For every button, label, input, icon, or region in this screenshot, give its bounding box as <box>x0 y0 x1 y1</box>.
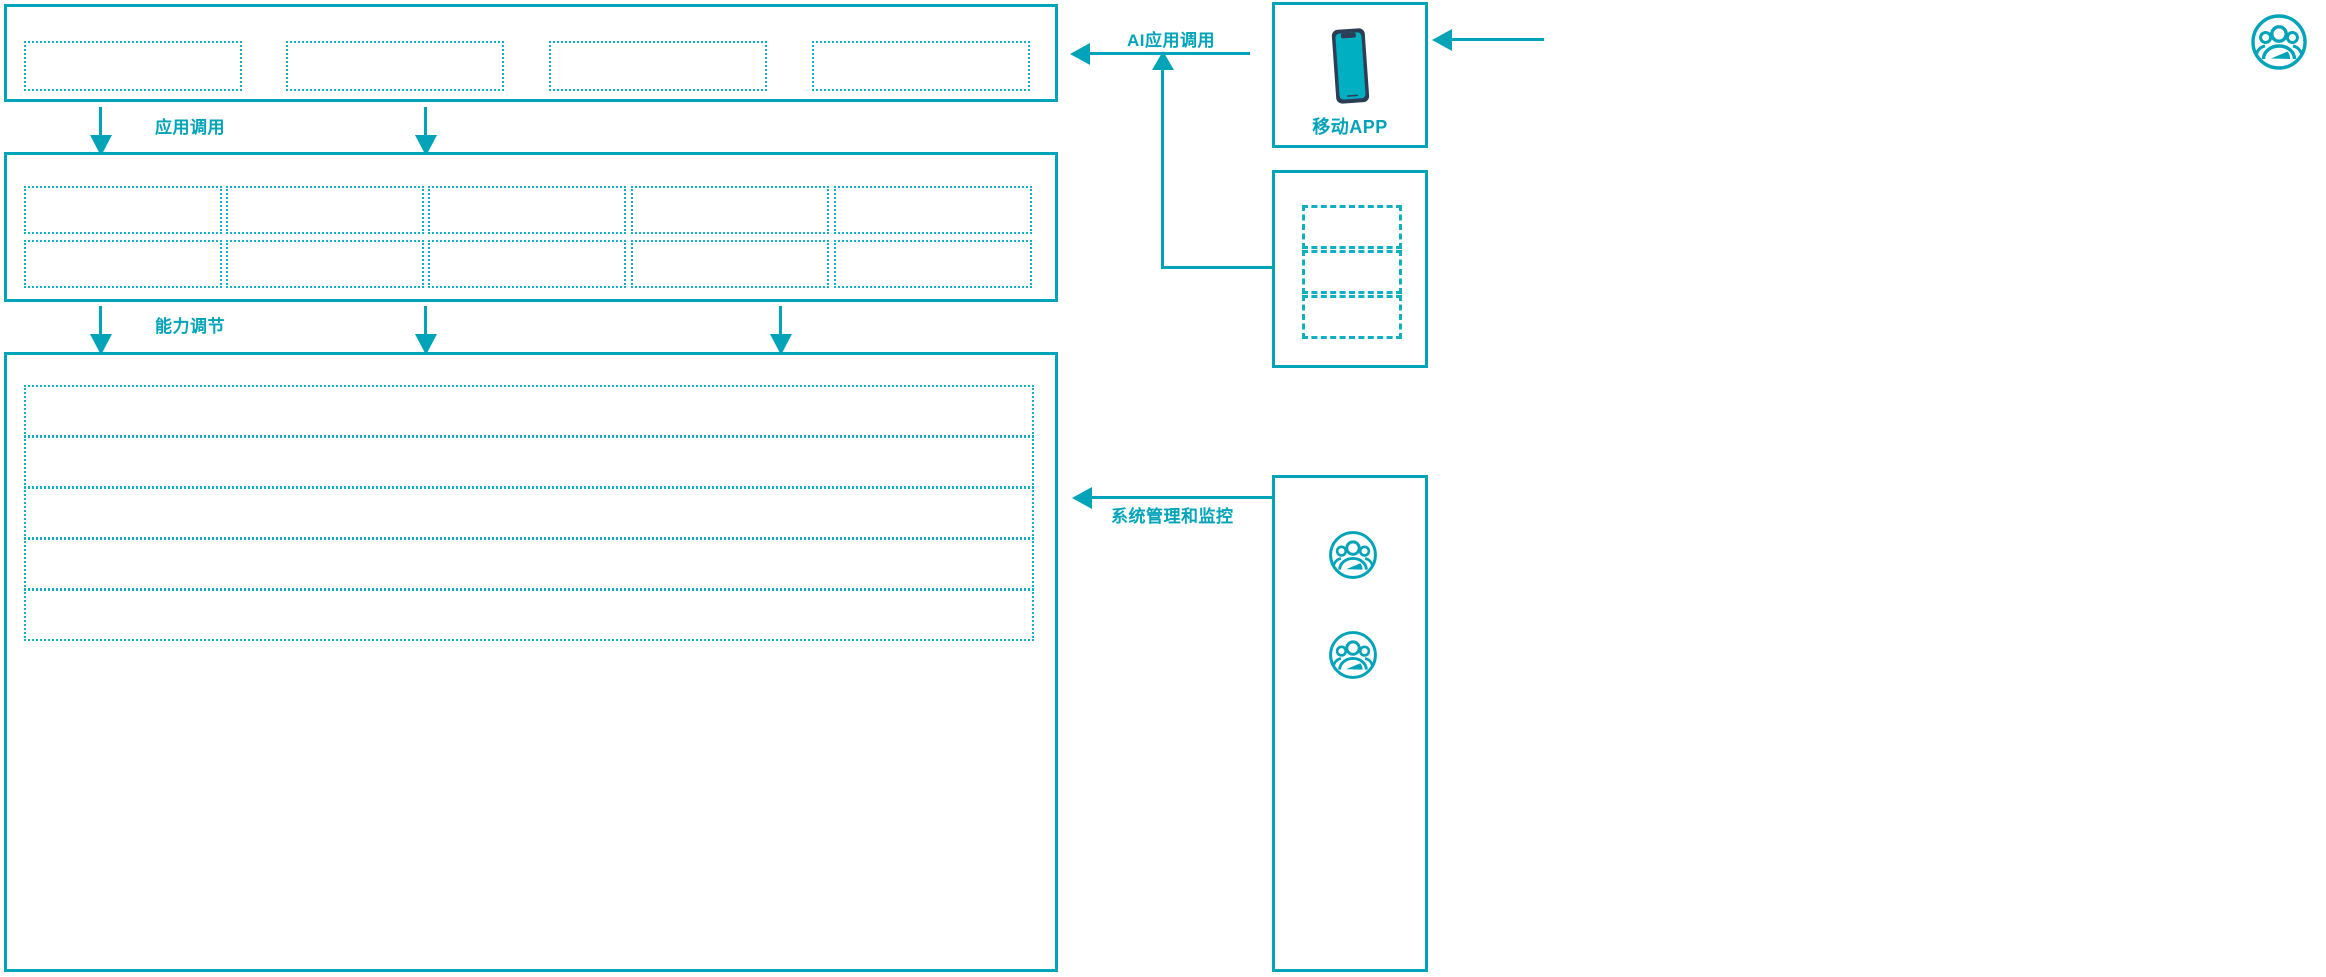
application-slot-2[interactable] <box>286 41 504 91</box>
arrow-ai-app-call-riser <box>1161 70 1164 268</box>
arrow-sys-manage <box>1092 496 1272 499</box>
arrow-capability-call-1 <box>99 306 102 334</box>
capability-slot-7[interactable] <box>226 240 424 288</box>
capability-slot-6[interactable] <box>24 240 222 288</box>
channel-slot-1[interactable] <box>1302 205 1402 249</box>
capability-slot-1[interactable] <box>24 186 222 234</box>
capability-slot-10[interactable] <box>834 240 1032 288</box>
infrastructure-band-1[interactable] <box>24 385 1034 437</box>
capability-slot-2[interactable] <box>226 186 424 234</box>
infrastructure-band-2[interactable] <box>24 436 1034 488</box>
operations-actor-1-people-group-icon[interactable] <box>1328 530 1378 585</box>
application-slot-1[interactable] <box>24 41 242 91</box>
infrastructure-band-5[interactable] <box>24 589 1034 641</box>
connector-label-capability-call: 能力调节 <box>155 317 225 336</box>
application-slot-4[interactable] <box>812 41 1030 91</box>
capability-slot-4[interactable] <box>631 186 829 234</box>
connector-label-app-call: 应用调用 <box>155 118 225 137</box>
operations-node[interactable] <box>1272 475 1428 972</box>
capability-slot-5[interactable] <box>834 186 1032 234</box>
application-slot-3[interactable] <box>549 41 767 91</box>
channel-slot-3[interactable] <box>1302 295 1402 339</box>
capability-layer-panel <box>4 152 1058 302</box>
mobile-app-node[interactable]: 移动APP <box>1272 2 1428 148</box>
infrastructure-layer-panel <box>4 352 1058 972</box>
end-user-people-group-icon[interactable] <box>2250 13 2308 76</box>
infrastructure-band-4[interactable] <box>24 538 1034 590</box>
mobile-app-caption: 移动APP <box>1312 117 1388 137</box>
channel-slot-2[interactable] <box>1302 250 1402 294</box>
channel-node[interactable] <box>1272 170 1428 368</box>
arrow-app-call-right <box>424 107 427 135</box>
capability-slot-3[interactable] <box>428 186 626 234</box>
capability-slot-9[interactable] <box>631 240 829 288</box>
infrastructure-band-3[interactable] <box>24 487 1034 539</box>
arrow-capability-call-2 <box>424 306 427 334</box>
connector-label-ai-app-call: AI应用调用 <box>1127 31 1215 50</box>
arrow-app-call-left <box>99 107 102 135</box>
mobile-phone-icon <box>1315 23 1385 114</box>
arrow-capability-call-3 <box>779 306 782 334</box>
operations-actor-2-people-group-icon[interactable] <box>1328 630 1378 685</box>
ai-app-call-bus <box>1161 266 1272 269</box>
arrow-enduser-to-mobile-app <box>1452 38 1544 41</box>
capability-slot-8[interactable] <box>428 240 626 288</box>
connector-label-sys-manage: 系统管理和监控 <box>1111 507 1234 526</box>
application-layer-panel <box>4 4 1058 102</box>
